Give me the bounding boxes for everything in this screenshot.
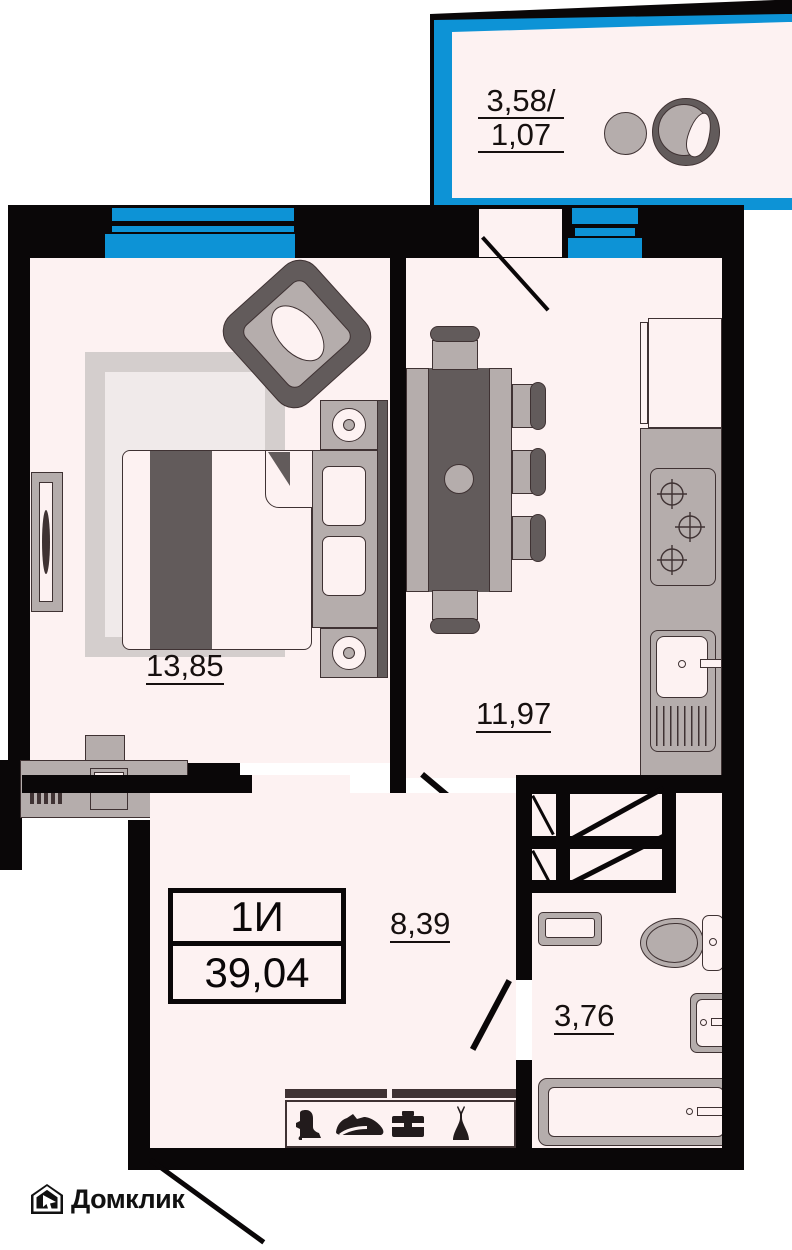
exterior-wall-left-notch	[128, 820, 150, 840]
balcony-stool	[604, 112, 647, 155]
brand-name: Домклик	[71, 1183, 185, 1214]
kitchen-window-outer	[572, 208, 638, 224]
dining-chair-side-1-back	[530, 382, 546, 430]
dining-chair-side-2-back	[530, 448, 546, 496]
bathtub-basin	[548, 1087, 724, 1137]
dining-chair-bottom-back	[430, 618, 480, 634]
kitchen-faucet	[700, 659, 722, 668]
refrigerator-door-edge	[640, 322, 648, 424]
dining-chair-top-seat	[432, 340, 478, 370]
dresser-shadow	[378, 400, 388, 678]
kitchen-drainboard	[656, 706, 708, 746]
apartment-label-box: 1И 39,04	[168, 888, 346, 1004]
wall-mirror-highlight	[42, 510, 50, 574]
wall-bathroom-left-lower	[516, 1060, 532, 1150]
dining-chair-bottom-seat	[432, 590, 478, 620]
bedroom-window-sill	[105, 234, 295, 258]
apartment-total-area: 39,04	[204, 948, 310, 996]
kitchen-sink-drain	[678, 660, 686, 668]
dining-chair-top-back	[430, 326, 480, 342]
exterior-wall-bottom	[128, 1148, 744, 1170]
brand-logo: Домклик	[30, 1182, 185, 1216]
house-cursor-icon	[30, 1182, 64, 1216]
apartment-code: 1И	[173, 893, 341, 946]
wall-bathroom-right-filler	[722, 770, 744, 1170]
dresser-drawer-2	[322, 536, 366, 596]
lamp-bottom-hub	[343, 647, 355, 659]
partition-bedroom-kitchen	[390, 258, 406, 818]
bathtub-drain	[686, 1108, 693, 1115]
closet-item-icons	[296, 1106, 469, 1140]
sneaker-icon	[336, 1114, 384, 1136]
dining-centerpiece	[444, 464, 474, 494]
briefcase-icon	[392, 1111, 424, 1137]
toilet-bowl-inner	[646, 923, 698, 963]
washing-machine-door	[545, 918, 595, 938]
hall-closet-rail-right	[392, 1089, 516, 1098]
wall-bedroom-bottom	[22, 775, 252, 793]
hall-closet-rail-left	[285, 1089, 387, 1098]
hallway-area-label: 8,39	[390, 907, 451, 944]
cooktop-burners	[657, 479, 705, 575]
dining-chair-side-3-back	[530, 514, 546, 562]
toilet-flush-button	[709, 938, 717, 946]
balcony-interior	[452, 22, 792, 198]
tv-console-riser	[85, 735, 125, 763]
balcony-area-label: 3,58/ 1,07	[478, 84, 564, 154]
high-heel-boot-icon	[296, 1110, 321, 1140]
bed-blanket-fold	[268, 452, 290, 486]
kitchen-area-label: 11,97	[476, 697, 552, 734]
refrigerator	[648, 318, 722, 428]
bathroom-area-label: 3,76	[554, 999, 615, 1036]
lamp-top-hub	[343, 419, 355, 431]
bathroom-niche-frame-bottom	[516, 880, 676, 893]
balcony-room	[430, 0, 792, 210]
exterior-wall-left-bottom	[128, 830, 150, 1160]
bed-headboard-stripe	[150, 450, 212, 650]
exterior-wall-left	[8, 205, 30, 775]
washbasin-drain	[700, 1019, 707, 1026]
kitchen-window-sill	[568, 238, 642, 258]
exterior-wall-left-lower	[0, 775, 22, 870]
kitchen-window-inner	[575, 228, 635, 236]
dresser-drawer-1	[322, 466, 366, 526]
dress-icon	[453, 1106, 469, 1140]
hallway-room-upper	[252, 775, 350, 795]
bedroom-window-outer	[112, 208, 294, 221]
bathroom-niche-post	[556, 780, 570, 892]
bedroom-window-inner	[112, 226, 294, 232]
living-bedroom-area-label: 13,85	[146, 649, 224, 686]
